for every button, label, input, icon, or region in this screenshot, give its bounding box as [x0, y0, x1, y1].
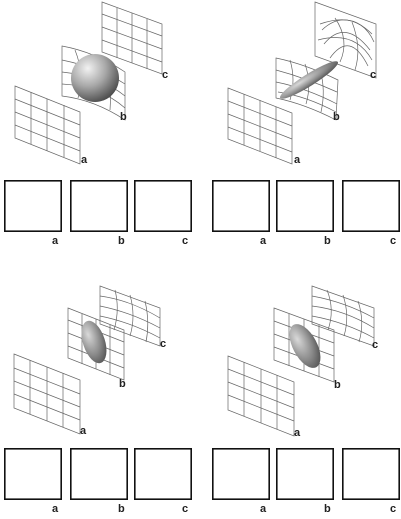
thumb-label-a: a: [52, 235, 59, 247]
sphere-ellipsoid: [71, 54, 119, 102]
plane-label-a: a: [81, 154, 88, 166]
checkerboard-thumb-c: [341, 180, 400, 233]
plane-label-c: c: [160, 338, 166, 350]
grid-plane-a: [14, 85, 81, 165]
thumb-frame: [275, 447, 334, 500]
thumb-label-a: a: [52, 503, 59, 515]
thumb-frame: [4, 180, 63, 233]
checkerboard-row-top-right: a b c: [212, 180, 400, 247]
thumb-label-a: a: [260, 503, 267, 515]
thumb-frame: [134, 180, 193, 233]
plane-label-b: b: [334, 379, 341, 391]
grid-plane-a: [13, 353, 81, 435]
plane-label-a: a: [294, 427, 301, 439]
grid-plane-c: [311, 285, 375, 347]
thumb-label-b: b: [324, 235, 331, 247]
thumb-frame: [212, 447, 271, 500]
grid-plane-c: [314, 1, 377, 79]
grid-plane-c: [99, 285, 161, 347]
grid-plane-a: [227, 355, 295, 437]
prolate-ellipsoid: [289, 324, 321, 368]
thumb-frame: [70, 180, 129, 233]
plane-label-a: a: [294, 154, 301, 166]
plane-label-c: c: [372, 339, 378, 351]
thumb-frame: [134, 447, 193, 500]
thumb-frame: [341, 180, 400, 233]
checkerboard-thumb-a: [212, 447, 271, 500]
grid-plane-c: [101, 1, 163, 75]
checkerboard-thumb-b: [275, 180, 334, 233]
checkerboard-thumb-b: [70, 447, 129, 500]
checkerboard-thumb-c: [134, 447, 193, 500]
panel-bottom-left: a b c: [13, 285, 166, 437]
grid-plane-a: [227, 87, 293, 165]
checkerboard-thumb-c: [134, 180, 193, 233]
panel-bottom-right: a b c: [227, 285, 378, 439]
panel-top-right: a b c: [227, 1, 377, 166]
thumb-frame: [70, 447, 129, 500]
checkerboard-thumb-b: [70, 180, 129, 233]
plane-label-b: b: [333, 111, 340, 123]
plane-label-c: c: [162, 69, 168, 81]
thumb-label-b: b: [324, 503, 331, 515]
plane-label-c: c: [370, 69, 376, 81]
plane-label-b: b: [120, 111, 127, 123]
thumb-label-c: c: [182, 503, 188, 515]
plane-label-b: b: [119, 378, 126, 390]
prolate-ellipsoid: [81, 320, 107, 364]
checkerboard-thumb-a: [4, 180, 63, 233]
checkerboard-thumb-a: [4, 447, 63, 500]
checkerboard-row-bottom-right: a b c: [212, 447, 400, 515]
checkerboard-thumb-c: [341, 447, 400, 500]
panel-top-left: a b c: [14, 1, 168, 166]
thumb-frame: [275, 180, 334, 233]
thumb-label-c: c: [182, 235, 188, 247]
checkerboard-thumb-b: [275, 447, 334, 500]
thumb-frame: [212, 180, 271, 233]
thumb-frame: [341, 447, 400, 500]
checkerboard-row-top-left: a b c: [4, 180, 193, 247]
thumb-label-c: c: [390, 235, 396, 247]
needle-ellipsoid: [279, 61, 339, 99]
thumb-label-a: a: [260, 235, 267, 247]
plane-label-a: a: [80, 425, 87, 437]
checkerboard-row-bottom-left: a b c: [4, 447, 193, 515]
thumb-label-c: c: [390, 503, 396, 515]
thumb-label-b: b: [118, 503, 125, 515]
checkerboard-thumb-a: [212, 180, 271, 233]
thumb-label-b: b: [118, 235, 125, 247]
thumb-frame: [4, 447, 63, 500]
